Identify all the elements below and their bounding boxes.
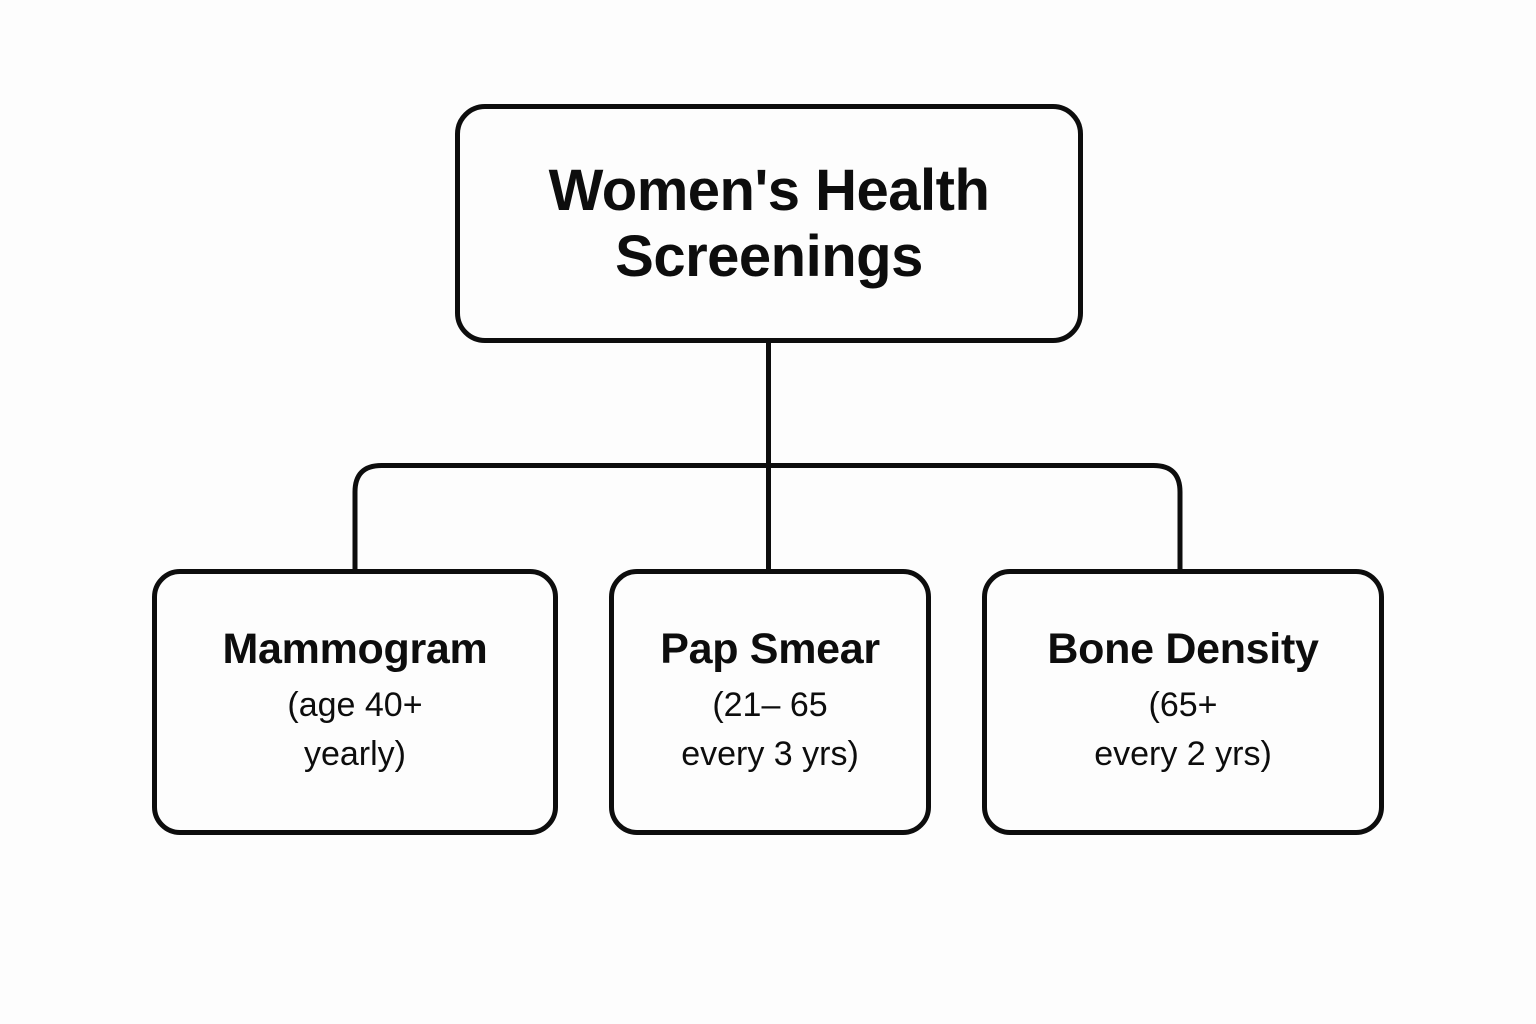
node-bone-density-title: Bone Density <box>1047 625 1319 674</box>
node-mammogram[interactable]: Mammogram (age 40+ yearly) <box>152 569 558 835</box>
connector-bus <box>352 463 1183 569</box>
node-bone-density[interactable]: Bone Density (65+ every 2 yrs) <box>982 569 1384 835</box>
node-pap-smear[interactable]: Pap Smear (21– 65 every 3 yrs) <box>609 569 931 835</box>
node-mammogram-title: Mammogram <box>222 625 488 674</box>
node-pap-smear-subtitle: (21– 65 every 3 yrs) <box>681 686 859 773</box>
node-pap-smear-title: Pap Smear <box>660 625 880 674</box>
node-bone-density-subtitle: (65+ every 2 yrs) <box>1094 686 1272 773</box>
node-mammogram-subtitle: (age 40+ yearly) <box>287 686 423 773</box>
